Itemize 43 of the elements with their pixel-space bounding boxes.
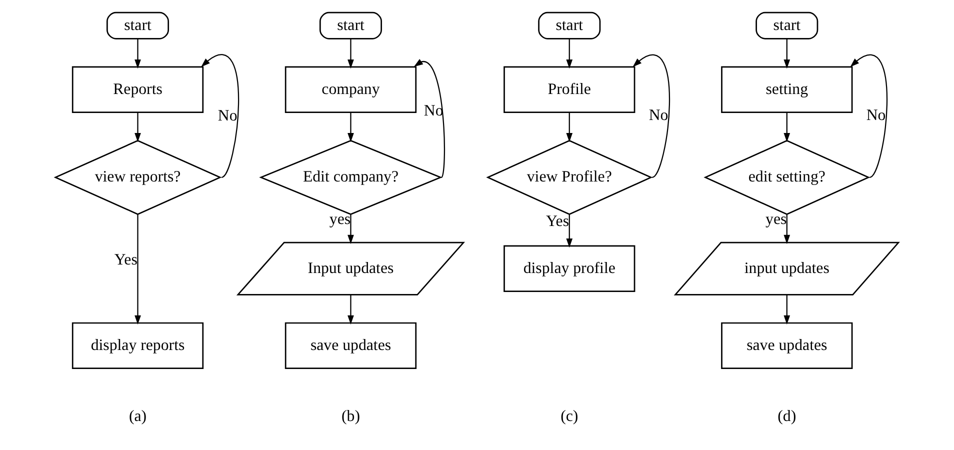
arrow — [566, 38, 573, 69]
arrow — [414, 59, 445, 178]
node-box: start — [538, 12, 601, 40]
node-diamond: edit setting? — [704, 140, 870, 215]
node-box: start — [319, 12, 382, 40]
edge-label: Yes — [114, 251, 138, 268]
node-box: setting — [721, 66, 853, 113]
node-box: Reports — [72, 66, 204, 113]
arrow — [134, 112, 141, 142]
arrow — [784, 112, 790, 142]
arrow — [566, 214, 573, 248]
node-box: display reports — [72, 322, 204, 369]
arrow — [850, 54, 888, 178]
label: (c) — [560, 408, 578, 426]
arrow — [784, 295, 790, 324]
node-box: company — [284, 66, 417, 113]
arrow — [348, 295, 354, 324]
arrow — [566, 112, 573, 142]
edge-label: Yes — [546, 213, 570, 230]
node-box: start — [756, 12, 818, 40]
label: (d) — [778, 408, 796, 426]
node-box: Profile — [504, 66, 636, 113]
arrow — [348, 112, 354, 142]
node-diamond: Edit company? — [259, 140, 442, 215]
arrow — [201, 54, 240, 178]
arrow — [348, 38, 354, 69]
node-box: start — [106, 12, 170, 40]
edge-label: No — [866, 107, 886, 124]
label: (a) — [128, 408, 147, 426]
node-box: display profile — [504, 245, 636, 292]
arrow — [784, 38, 790, 69]
node-diamond: view reports? — [54, 140, 222, 215]
node-box: save updates — [284, 322, 417, 369]
arrow — [784, 214, 790, 244]
arrow — [632, 54, 670, 178]
node-diamond: view Profile? — [486, 140, 653, 215]
arrow — [134, 214, 141, 325]
edge-label: No — [648, 107, 668, 124]
label: (b) — [341, 408, 360, 426]
arrow — [134, 38, 141, 69]
edge-label: No — [218, 107, 238, 124]
arrow — [348, 214, 354, 244]
node-box: save updates — [721, 322, 853, 369]
